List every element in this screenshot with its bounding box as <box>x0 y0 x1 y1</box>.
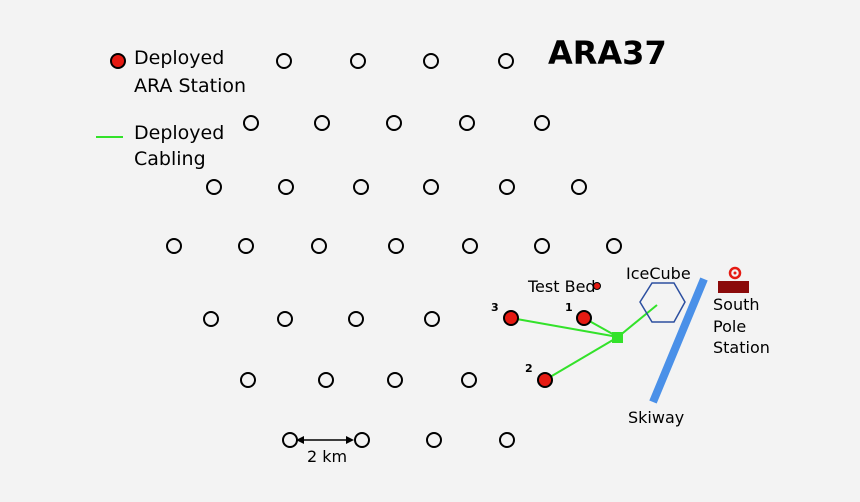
scale-bar-label: 2 km <box>307 447 347 466</box>
skiway-label: Skiway <box>628 408 684 427</box>
planned-station-marker <box>243 115 259 131</box>
station-2-label: 2 <box>525 362 533 375</box>
south-pole-label-line3: Station <box>713 338 770 357</box>
station-1-marker <box>576 310 592 326</box>
scale-bar: 2 km <box>296 436 354 466</box>
planned-station-marker <box>571 179 587 195</box>
planned-station-marker <box>426 432 442 448</box>
station-3-marker <box>503 310 519 326</box>
diagram-title: ARA37 <box>548 34 667 72</box>
planned-station-marker <box>459 115 475 131</box>
scale-arrow-right-icon <box>346 436 354 444</box>
planned-station-marker <box>498 53 514 69</box>
cable-station-2 <box>544 336 619 381</box>
planned-station-marker <box>353 179 369 195</box>
planned-station-marker <box>278 179 294 195</box>
planned-station-marker <box>276 53 292 69</box>
planned-station-marker <box>311 238 327 254</box>
planned-station-marker <box>386 115 402 131</box>
legend-cabling-label-line2: Cabling <box>134 148 206 170</box>
station-2-marker <box>537 372 553 388</box>
south-pole-marker-icon <box>728 266 742 280</box>
legend-cabling-label-line1: Deployed <box>134 122 224 144</box>
south-pole-marker-dot <box>733 271 737 275</box>
planned-station-marker <box>318 372 334 388</box>
planned-station-marker <box>238 238 254 254</box>
legend: Deployed ARA Station Deployed Cabling <box>96 47 246 170</box>
planned-station-marker <box>534 238 550 254</box>
legend-station-label-line1: Deployed <box>134 47 224 69</box>
planned-station-marker <box>387 372 403 388</box>
cable-icecube <box>617 304 658 338</box>
icecube-hexagon <box>639 282 686 323</box>
station-3-label: 3 <box>491 301 499 314</box>
test-bed-label: Test Bed <box>527 277 596 296</box>
planned-station-marker <box>348 311 364 327</box>
scale-arrow-left-icon <box>296 436 304 444</box>
planned-station-marker <box>423 179 439 195</box>
planned-station-marker <box>534 115 550 131</box>
planned-station-marker <box>282 432 298 448</box>
planned-station-marker <box>499 179 515 195</box>
planned-station-marker <box>277 311 293 327</box>
planned-station-marker <box>203 311 219 327</box>
planned-station-marker <box>354 432 370 448</box>
planned-station-marker <box>499 432 515 448</box>
planned-station-marker <box>240 372 256 388</box>
planned-station-marker <box>206 179 222 195</box>
station-1-label: 1 <box>565 301 573 314</box>
planned-station-marker <box>350 53 366 69</box>
planned-station-marker <box>461 372 477 388</box>
test-bed-marker <box>593 282 601 290</box>
south-pole-label-line1: South <box>713 295 760 314</box>
planned-station-marker <box>424 311 440 327</box>
deployed-stations: 1 2 3 <box>491 301 592 388</box>
planned-station-marker <box>462 238 478 254</box>
icecube-label: IceCube <box>626 264 691 283</box>
planned-station-marker <box>166 238 182 254</box>
south-pole-station: South Pole Station <box>713 266 770 357</box>
planned-station-marker <box>388 238 404 254</box>
legend-station-label-line2: ARA Station <box>134 75 246 97</box>
planned-station-grid <box>166 53 622 448</box>
planned-station-marker <box>606 238 622 254</box>
cable-junction <box>612 332 623 343</box>
legend-station-marker <box>110 53 126 69</box>
skiway-bar <box>649 277 708 404</box>
cable-station-3 <box>510 317 619 338</box>
south-pole-building-icon <box>718 281 749 293</box>
planned-station-marker <box>314 115 330 131</box>
south-pole-label-line2: Pole <box>713 317 746 336</box>
planned-station-marker <box>423 53 439 69</box>
